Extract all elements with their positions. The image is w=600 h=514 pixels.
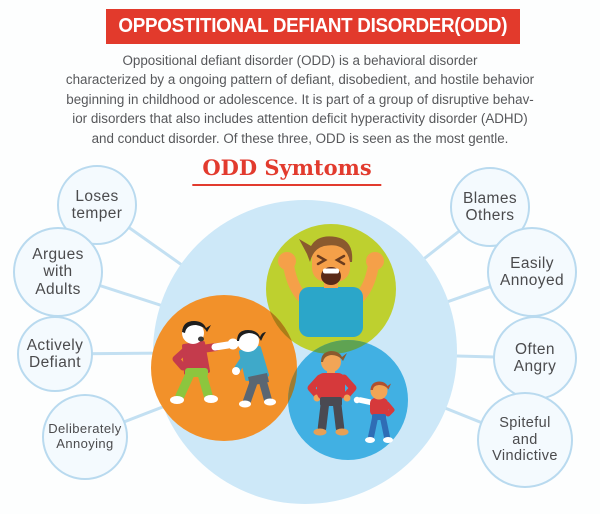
intro-paragraph: Oppositional defiant disorder (ODD) is a… [65, 53, 535, 146]
symptom-bubble-actively-defiant: Actively Defiant [17, 316, 93, 392]
symptom-bubble-argues-with-adults: Argues with Adults [13, 227, 103, 317]
page-title: OPPOSTITIONAL DEFIANT DISORDER(ODD) [118, 15, 508, 37]
father-son-illustration [307, 351, 395, 443]
boys-fighting-illustration [170, 321, 276, 408]
symptom-bubble-deliberately-annoying: Deliberately Annoying [42, 394, 128, 480]
symptoms-heading: ODD Symtoms [192, 155, 382, 186]
symptom-bubble-easily-annoyed: Easily Annoyed [487, 227, 577, 317]
title-banner: OPPOSTITIONAL DEFIANT DISORDER(ODD) [106, 9, 520, 44]
symptom-bubble-spiteful-vindictive: Spiteful and Vindictive [477, 392, 573, 488]
symptom-bubble-often-angry: Often Angry [493, 316, 577, 400]
angry-boy-illustration [278, 236, 384, 337]
